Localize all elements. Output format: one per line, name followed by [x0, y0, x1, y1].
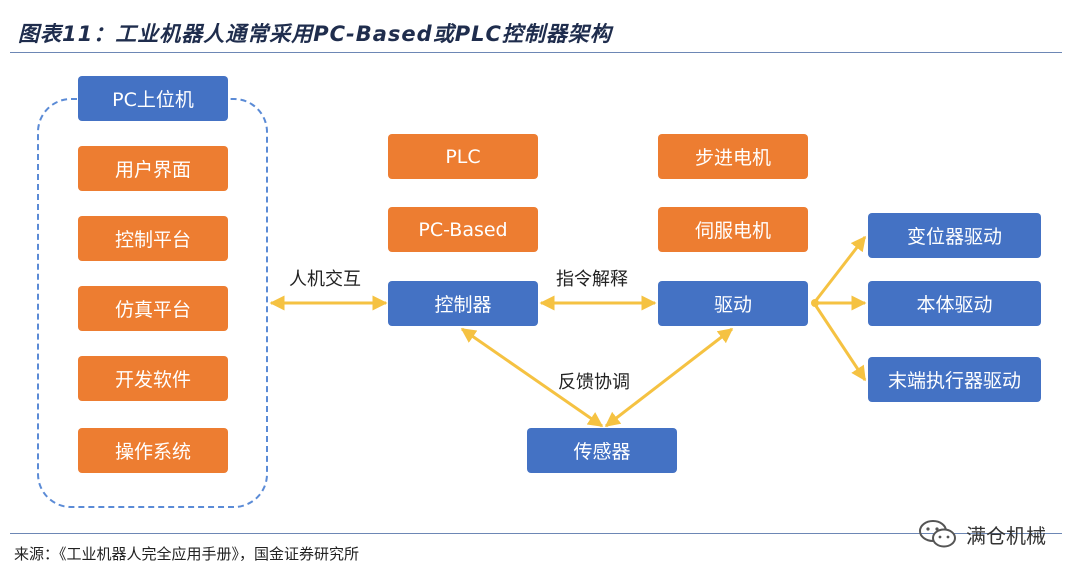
edge-label-hmi: 人机交互 [289, 269, 361, 290]
pc-item-os: 操作系统 [78, 428, 228, 473]
source-note: 来源：《工业机器人完全应用手册》，国金证券研究所 [14, 545, 360, 563]
pc-host-box: PC上位机 [78, 76, 228, 121]
footer-rule [10, 533, 1062, 534]
drive-node: 驱动 [658, 281, 808, 326]
drive-output-body: 本体驱动 [868, 281, 1041, 326]
pc-item-simulation-platform: 仿真平台 [78, 286, 228, 331]
edge-label-command: 指令解释 [556, 269, 628, 290]
motor-type-stepper: 步进电机 [658, 134, 808, 179]
wechat-icon [919, 520, 956, 548]
sensor-node: 传感器 [527, 428, 677, 473]
controller-type-pc-based: PC-Based [388, 207, 538, 252]
motor-type-servo: 伺服电机 [658, 207, 808, 252]
figure-title: 图表11：工业机器人通常采用PC-Based或PLC控制器架构 [18, 22, 612, 46]
pc-item-dev-software: 开发软件 [78, 356, 228, 401]
drive-fanout-dot [811, 299, 819, 307]
controller-node: 控制器 [388, 281, 538, 326]
watermark-text: 满仓机械 [966, 523, 1046, 548]
arrow-drive-end-effector [812, 302, 867, 382]
drive-output-positioner: 变位器驱动 [868, 213, 1041, 258]
arrow-drive-positioner [812, 235, 867, 304]
pc-item-ui: 用户界面 [78, 146, 228, 191]
arrow-controller-sensor [460, 327, 604, 428]
watermark: 满仓机械 [918, 518, 1046, 550]
arrow-drive-sensor [604, 327, 734, 428]
title-rule [10, 52, 1062, 53]
pc-item-control-platform: 控制平台 [78, 216, 228, 261]
controller-type-plc: PLC [388, 134, 538, 179]
drive-output-end-effector: 末端执行器驱动 [868, 357, 1041, 402]
